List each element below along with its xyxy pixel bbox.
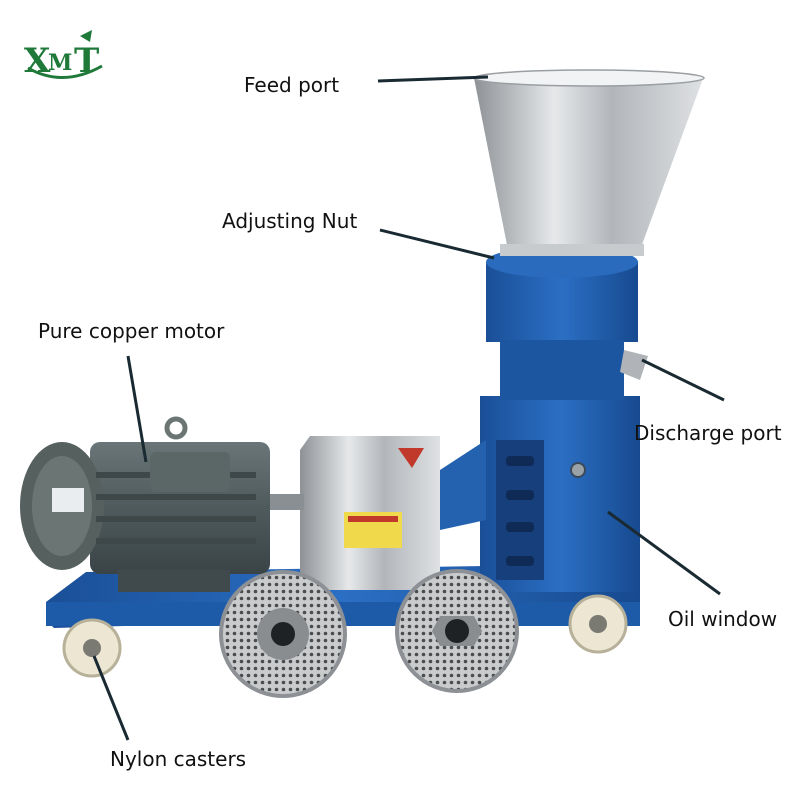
leader-adjusting-nut xyxy=(379,228,495,260)
leader-feed-port xyxy=(377,75,489,83)
mill-body xyxy=(440,246,648,592)
label-discharge-port: Discharge port xyxy=(634,421,782,445)
coupling-guard xyxy=(300,436,440,590)
label-casters: Nylon casters xyxy=(110,747,247,771)
leader-casters xyxy=(92,655,130,741)
svg-text:M: M xyxy=(48,50,72,76)
leader-oil-window xyxy=(607,510,721,596)
label-motor: Pure copper motor xyxy=(38,319,225,343)
svg-text:T: T xyxy=(74,41,99,81)
svg-text:X: X xyxy=(24,41,51,81)
caster-right xyxy=(568,594,628,654)
die-plate-right xyxy=(395,569,519,693)
label-adjusting-nut: Adjusting Nut xyxy=(222,209,358,233)
die-plate-left xyxy=(219,570,347,698)
leader-lines xyxy=(92,75,725,741)
leader-discharge-port xyxy=(641,358,725,402)
label-feed-port: Feed port xyxy=(244,73,340,97)
leader-motor xyxy=(126,355,148,463)
caster-left xyxy=(62,618,122,678)
hopper xyxy=(473,69,705,256)
brand-logo: X M T xyxy=(18,26,108,92)
motor xyxy=(20,416,304,592)
label-oil-window: Oil window xyxy=(668,607,778,631)
